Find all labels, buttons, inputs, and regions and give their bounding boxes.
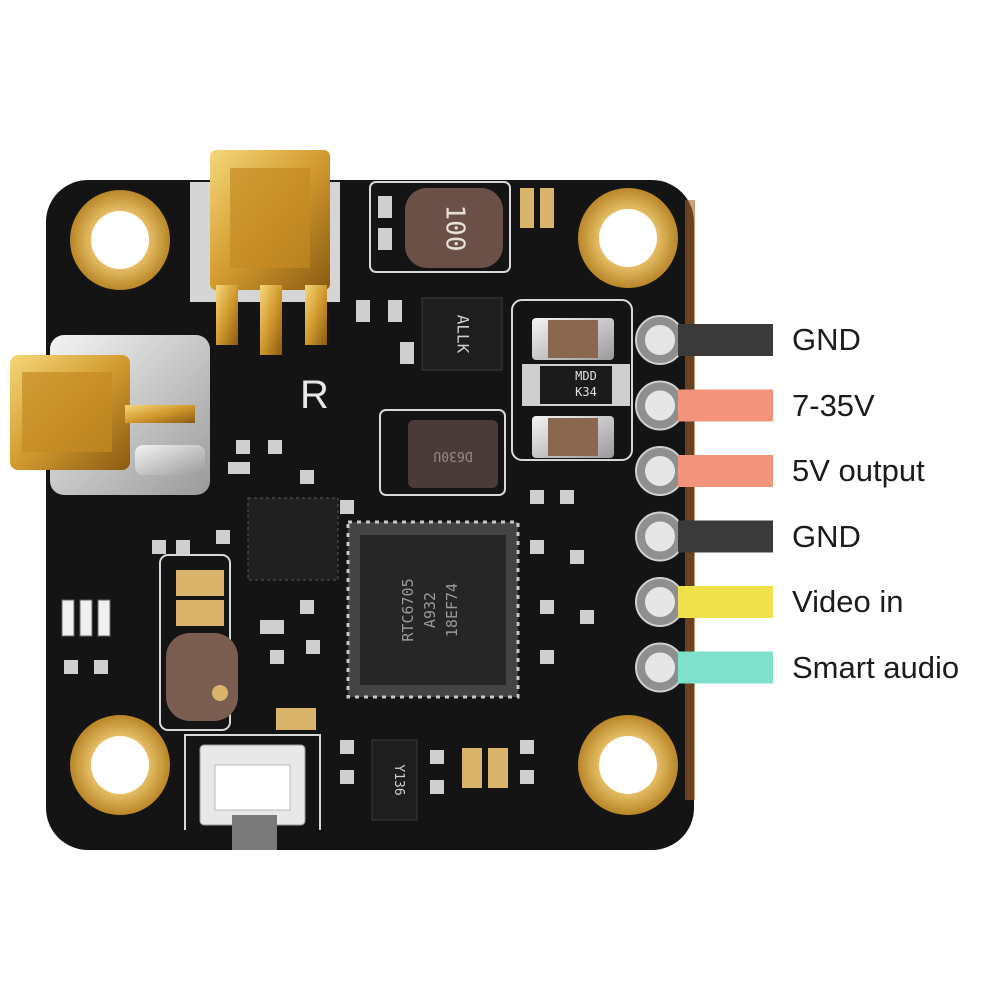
mounting-hole-bottom-right: [578, 715, 678, 815]
mounting-hole-bottom-left: [70, 715, 170, 815]
solder-joint-3: [645, 456, 675, 486]
main-chip-marking-line3: 18EF74: [443, 583, 461, 637]
pcb-board-edge: [685, 200, 695, 800]
solder-joint-4: [645, 521, 675, 552]
pin-label-smart-audio: Smart audio: [792, 649, 960, 685]
jst-connector: [199, 744, 306, 850]
inductor-small: D630U: [408, 420, 498, 488]
wire-5v-output-3: [678, 455, 773, 487]
tantalum-caps: [176, 570, 224, 626]
pin-label-video-in: Video in: [792, 584, 904, 619]
capacitor-bottom: [532, 416, 614, 458]
bottom-caps: [462, 748, 508, 788]
mounting-hole-top-right: [578, 188, 678, 288]
status-leds: [61, 599, 111, 637]
solder-pads: [635, 315, 685, 693]
wire-gnd-4: [678, 520, 773, 553]
qfn-chip: [247, 497, 339, 581]
schottky-diode: MDD K34: [522, 364, 630, 406]
bottom-ic: Y136: [371, 739, 418, 821]
wire-gnd-1: [678, 324, 773, 356]
wire-video-in-5: [678, 586, 773, 618]
regulator-marking: ALLK: [454, 315, 473, 354]
main-chip-marking-line1: RTC6705: [399, 578, 417, 641]
inductor-large: 100: [405, 188, 503, 268]
diode-marking-line1: MDD: [575, 369, 597, 383]
inductor-large-marking: 100: [440, 205, 470, 252]
solder-joint-1: [645, 325, 675, 355]
pin-label-7-35v: 7-35V: [792, 387, 875, 423]
wire-7-35v-2: [678, 389, 773, 422]
inductor-brown: [166, 633, 238, 721]
antenna-connector-top: [190, 150, 340, 355]
inductor-small-marking: D630U: [433, 448, 472, 463]
antenna-connector-left: [10, 335, 210, 495]
regulator-chip: ALLK: [421, 297, 503, 371]
wires: [678, 324, 773, 684]
pin-label-gnd: GND: [792, 322, 861, 357]
solder-joint-5: [645, 587, 675, 617]
solder-joint-6: [645, 652, 675, 683]
silkscreen-r-marking: R: [300, 373, 329, 417]
pin-label-5v-output: 5V output: [792, 453, 925, 488]
diode-marking-line2: K34: [575, 385, 597, 399]
solder-joint-2: [645, 390, 675, 421]
smd-passives: [64, 188, 594, 794]
bottom-chip-marking: Y136: [391, 764, 406, 795]
main-rf-chip: RTC6705 A932 18EF74: [346, 520, 520, 699]
mounting-hole-top-left: [70, 190, 170, 290]
main-chip-marking-line2: A932: [421, 592, 439, 628]
capacitor-top: [532, 318, 614, 360]
wire-smart-audio-6: [678, 651, 773, 684]
pin-label-gnd: GND: [792, 518, 861, 554]
